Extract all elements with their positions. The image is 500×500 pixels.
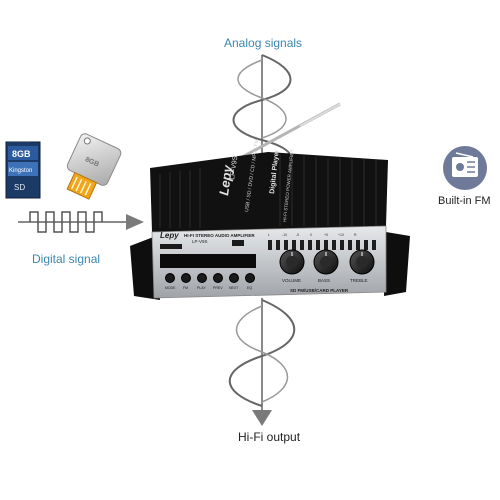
- sd-card-type-text: SD: [14, 183, 25, 192]
- sd-card-image: 8GB Kingston SD: [5, 141, 41, 199]
- hifi-output-label: Hi-Fi output: [238, 430, 301, 444]
- play-button[interactable]: [197, 273, 207, 283]
- device-footer: SD FM/USB/CARD PLAYER: [290, 288, 349, 293]
- digital-signal-graphic: [18, 211, 144, 233]
- digital-signal-label: Digital signal: [32, 252, 101, 266]
- fm-radio-icon: [443, 146, 487, 190]
- eq-button[interactable]: [245, 273, 255, 283]
- scale-label: -5: [296, 233, 299, 237]
- amplifier-device: Lepy LP-V9S USB / SD / DVD / CD / MP3 / …: [130, 102, 410, 300]
- treble-knob[interactable]: [349, 249, 375, 275]
- hifi-output-graphic: [229, 298, 295, 426]
- device-model-top: LP-V9S: [229, 155, 239, 180]
- button-label: PLAY: [197, 286, 206, 290]
- button-label: EQ: [247, 286, 252, 290]
- scale-label: +5: [324, 233, 328, 237]
- front-model: LP-V9S: [192, 239, 208, 244]
- mode-button[interactable]: [165, 273, 175, 283]
- scale-label: 0: [310, 233, 312, 237]
- button-label: NEXT: [229, 286, 239, 290]
- sd-card-brand-text: Kingston: [9, 168, 32, 174]
- usb-drive-image: 8GB: [66, 133, 122, 200]
- knob-label: BASS: [318, 278, 330, 283]
- analog-signals-label: Analog signals: [224, 36, 303, 50]
- device-brand-top: Lepy: [216, 164, 235, 197]
- fm-button[interactable]: [181, 273, 191, 283]
- button-label: FM: [183, 286, 188, 290]
- button-label: MODE: [165, 286, 176, 290]
- usb-port: [232, 240, 244, 246]
- next-button[interactable]: [229, 273, 239, 283]
- knob-label: VOLUME: [282, 278, 301, 283]
- knob-label: TREBLE: [350, 278, 368, 283]
- bass-knob[interactable]: [313, 249, 339, 275]
- front-title: HI-FI STEREO AUDIO AMPLIFIER: [184, 233, 255, 238]
- led-display: [160, 254, 256, 268]
- analog-signal-graphic: [232, 54, 292, 169]
- prev-button[interactable]: [213, 273, 223, 283]
- builtin-fm-label: Built-in FM: [438, 195, 491, 207]
- front-brand: Lepy: [160, 231, 179, 240]
- scale-label: +10: [338, 233, 344, 237]
- scale-label: L: [268, 233, 270, 237]
- volume-knob[interactable]: [279, 249, 305, 275]
- device-player-top: Digital Player: [269, 149, 281, 194]
- sd-card-capacity-text: 8GB: [12, 149, 31, 159]
- sd-slot: [160, 244, 182, 249]
- button-label: PREV: [213, 286, 223, 290]
- scale-label: R: [354, 233, 357, 237]
- scale-label: -10: [282, 233, 287, 237]
